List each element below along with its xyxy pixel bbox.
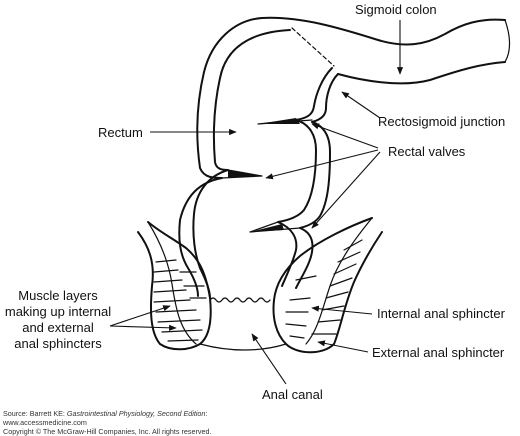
arrow-rectosigmoid-junction [341,91,381,119]
source-book-title: Gastrointestinal Physiology, Second Edit… [66,409,206,418]
source-line: Source: Barrett KE: Gastrointestinal Phy… [3,409,207,418]
rectal-valve-middle-tip [228,170,262,178]
label-rectal-valves: Rectal valves [388,144,466,159]
arrow-muscle-layers-1 [109,305,171,327]
right-sphincter-muscle [272,217,383,354]
arrow-internal-sphincter [311,305,373,315]
anal-canal-bottom-line [199,343,287,351]
source-prefix: Source: Barrett KE: [3,409,67,418]
source-suffix: : [205,409,208,418]
label-muscle-layers-4: anal sphincters [14,336,102,351]
source-url: www.accessmedicine.com [3,418,87,427]
left-sphincter-hatching [153,259,207,342]
sigmoid-colon-end [504,19,511,63]
rectum-left-inner-wall [192,29,291,299]
label-sigmoid-colon: Sigmoid colon [355,2,437,17]
label-rectosigmoid-junction: Rectosigmoid junction [378,114,505,129]
sigmoid-colon-upper-wall [261,16,506,46]
pectinate-line [209,297,271,303]
rectum-left-wall [178,17,263,297]
arrow-rectal-valve-1 [311,123,379,149]
label-muscle-layers-1: Muscle layers [18,288,98,303]
right-sphincter-hatching [285,239,363,339]
label-external-anal-sphincter: External anal sphincter [372,345,505,360]
sigmoid-colon-lower-wall [337,61,506,85]
arrow-external-sphincter [317,340,369,353]
rectum-right-wall [295,73,339,289]
arrow-rectal-valve-3 [311,151,381,229]
arrow-rectal-valve-2 [265,149,379,180]
left-sphincter-outer-edge [147,221,197,345]
rectal-valve-upper-tip [258,118,300,124]
copyright-line: Copyright © The McGraw-Hill Companies, I… [3,427,212,436]
label-muscle-layers-2: making up internal [5,304,111,319]
rectal-valve-lower-tip [250,224,284,232]
right-sphincter-outer-edge [305,217,373,345]
arrow-anal-canal [251,333,287,385]
label-muscle-layers-3: and external [22,320,94,335]
label-anal-canal: Anal canal [262,387,323,402]
rectum-right-inner-wall [277,67,333,287]
label-rectum: Rectum [98,125,143,140]
label-internal-anal-sphincter: Internal anal sphincter [377,306,506,321]
rectosigmoid-junction-dashed-line [291,27,335,67]
arrow-muscle-layers-2 [109,324,177,331]
